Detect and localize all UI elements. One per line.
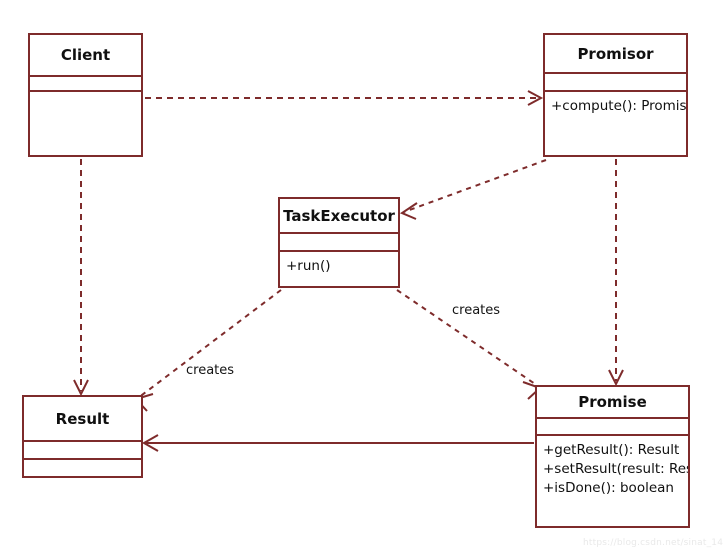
class-attributes-taskexecutor: [280, 234, 398, 252]
class-box-promise[interactable]: Promise +getResult(): Result +setResult(…: [535, 385, 690, 528]
class-box-result[interactable]: Result: [22, 395, 143, 478]
edge-label-creates-right: creates: [452, 303, 501, 318]
class-box-client[interactable]: Client: [28, 33, 143, 157]
class-box-promisor[interactable]: Promisor +compute(): Promise: [543, 33, 688, 157]
edge-client-to-result: [73, 159, 89, 397]
class-attributes-client: [30, 77, 141, 92]
edge-promisor-to-taskexecutor-arrowhead: [399, 202, 418, 220]
operation-get-result: +getResult(): Result: [543, 442, 680, 458]
class-operations-promise: +getResult(): Result +setResult(result: …: [537, 436, 688, 526]
class-operations-client: [30, 92, 141, 155]
class-attributes-promise: [537, 419, 688, 436]
edge-taskexecutor-to-result-line: [137, 289, 282, 399]
edge-client-to-promisor-arrowhead: [527, 90, 544, 106]
edge-taskexecutor-to-promise-line: [396, 289, 539, 387]
class-attributes-result: [24, 442, 141, 460]
edge-promisor-to-taskexecutor-line: [403, 159, 547, 213]
operation-compute: +compute(): Promise: [551, 98, 686, 114]
edge-promise-to-result: [141, 434, 534, 452]
operation-set-result: +setResult(result: Result): [543, 461, 688, 477]
class-title-promisor: Promisor: [545, 35, 686, 74]
edge-taskexecutor-to-result: [134, 289, 282, 412]
class-title-client: Client: [30, 35, 141, 77]
class-title-result: Result: [24, 397, 141, 442]
class-title-taskexecutor: TaskExecutor: [280, 199, 398, 234]
class-title-promise: Promise: [537, 387, 688, 419]
edge-client-to-promisor: [145, 90, 544, 106]
edge-promisor-to-promise: [608, 159, 624, 387]
edge-client-to-result-arrowhead: [73, 379, 89, 397]
watermark-url: https://blog.csdn.net/sinat_14913533: [583, 538, 723, 548]
class-operations-result: [24, 460, 141, 476]
class-operations-promisor: +compute(): Promise: [545, 92, 686, 155]
edge-promisor-to-taskexecutor: [399, 159, 547, 220]
operation-run: +run(): [286, 258, 331, 274]
operation-is-done: +isDone(): boolean: [543, 480, 674, 496]
edge-promise-to-result-arrowhead: [141, 434, 159, 452]
class-operations-taskexecutor: +run(): [280, 252, 398, 286]
edge-promisor-to-promise-arrowhead: [608, 369, 624, 387]
class-box-taskexecutor[interactable]: TaskExecutor +run(): [278, 197, 400, 288]
edge-label-creates-left: creates: [186, 363, 235, 378]
class-attributes-promisor: [545, 74, 686, 92]
